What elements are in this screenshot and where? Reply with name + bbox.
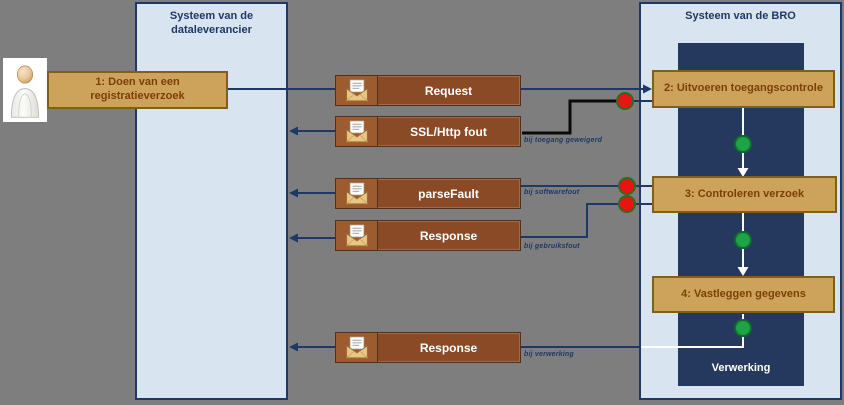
- message-box-response-verwerkt: Response: [335, 332, 521, 363]
- processing-label: Verwerking: [711, 362, 771, 374]
- message-box-ssl-http-fout: SSL/Http fout: [335, 116, 521, 147]
- actor-box: [3, 58, 47, 122]
- envelope-icon: [336, 76, 378, 105]
- envelope-icon: [336, 179, 378, 208]
- message-label: Request: [424, 83, 473, 98]
- access-denied-line: [522, 99, 625, 135]
- request-arrowhead: [643, 84, 652, 94]
- message-label: SSL/Http fout: [410, 124, 487, 139]
- message-box-request: Request: [335, 75, 521, 106]
- note-gebruiksfout: bij gebruiksfout: [524, 243, 580, 250]
- note-softwarefout: bij softwarefout: [524, 189, 580, 196]
- green-dot-vastgelegd: [734, 319, 752, 337]
- note-toegang-geweigerd: bij toegang geweigerd: [524, 137, 603, 144]
- message-label: Response: [419, 340, 478, 355]
- step-box-registratieverzoek: 1: Doen van een registratieverzoek: [47, 71, 228, 109]
- red-dot-gebruiksfout: [618, 195, 636, 213]
- green-dot-verzoek-ok: [734, 231, 752, 249]
- red-dot-softwarefout: [618, 177, 636, 195]
- ssl-fout-arrowhead: [289, 126, 298, 136]
- response-reject-arrowhead: [289, 233, 298, 243]
- lane-bro-title: Systeem van de BRO: [685, 10, 796, 22]
- envelope-icon: [336, 333, 378, 362]
- parsefault-arrowhead: [289, 188, 298, 198]
- note-verwerking: bij verwerking: [524, 351, 574, 358]
- envelope-icon: [336, 117, 378, 146]
- envelope-icon: [336, 221, 378, 250]
- lane-dataleverancier: Systeem van de dataleverancier: [135, 2, 288, 400]
- flow-step4-arrowhead: [737, 267, 749, 276]
- green-dot-toegang-ok: [734, 135, 752, 153]
- message-box-response-afgekeurd: Response: [335, 220, 521, 251]
- message-label: Response: [419, 228, 478, 243]
- message-box-parsefault: parseFault: [335, 178, 521, 209]
- step-box-controleren-verzoek: 3: Controleren verzoek: [652, 176, 837, 213]
- response-final-arrowhead: [289, 342, 298, 352]
- flow-step3-arrowhead: [737, 168, 749, 177]
- step-box-vastleggen-gegevens: 4: Vastleggen gegevens: [652, 276, 835, 313]
- person-icon: [10, 65, 40, 118]
- lane-dataleverancier-title: Systeem van de dataleverancier: [169, 10, 254, 37]
- red-dot-toegang-geweigerd: [616, 92, 634, 110]
- step-box-toegangscontrole: 2: Uitvoeren toegangscontrole: [652, 70, 835, 108]
- message-label: parseFault: [418, 186, 479, 201]
